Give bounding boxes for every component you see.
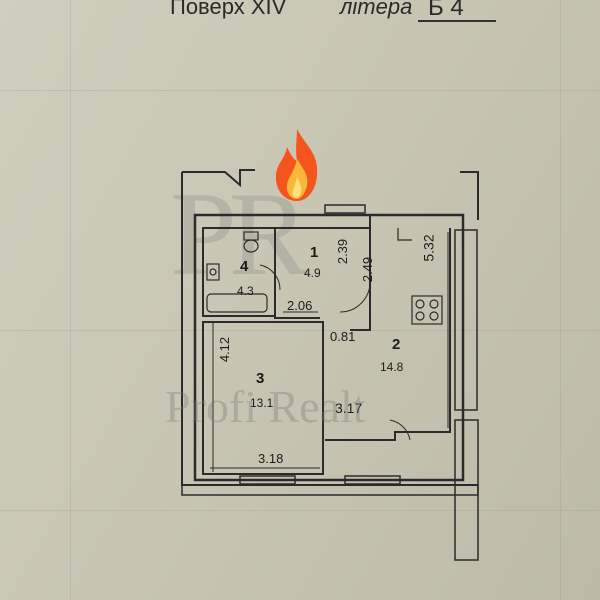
window: [344, 475, 401, 485]
interior-shell: [193, 213, 465, 482]
dimension-2-06: 2.06: [287, 298, 313, 313]
outer-wall-band: [181, 484, 479, 496]
dimension-3-17: 3.17: [335, 400, 363, 416]
grid-line: [560, 0, 561, 600]
grid-line: [0, 510, 600, 511]
litera-value: Б 4: [428, 0, 464, 21]
room-4-number: 4: [240, 258, 249, 275]
right-column: [454, 229, 478, 411]
door-arc: [259, 264, 281, 291]
right-stair: [454, 419, 479, 561]
toilet-icon: [243, 231, 259, 253]
corridor-wall: [274, 228, 320, 319]
outer-wall-top: [182, 169, 255, 188]
dimension-2-49: 2.49: [360, 256, 376, 283]
room-3-area: 13.1: [250, 396, 274, 410]
stove-icon: [411, 295, 443, 325]
room-1-number: 1: [310, 244, 319, 261]
room2-wall: [350, 215, 371, 331]
watermark-text: Profi Realt: [165, 381, 366, 432]
litera-label: літера: [340, 0, 413, 19]
window: [324, 204, 366, 214]
kitchen-sink-icon: [397, 228, 412, 241]
room-1-area: 4.9: [304, 266, 321, 280]
litera-underline: [418, 20, 496, 22]
room-2-area: 14.8: [380, 360, 404, 374]
door-arc: [339, 281, 371, 313]
room2-right: [325, 228, 451, 441]
sink-icon: [206, 263, 220, 281]
grid-line: [70, 0, 71, 600]
room-4-area: 4.3: [237, 284, 254, 298]
dimension-3-18: 3.18: [258, 451, 284, 466]
grid-line: [0, 330, 600, 331]
door-arc: [389, 419, 411, 441]
room-2-number: 2: [392, 336, 401, 353]
dimension-4-12: 4.12: [217, 336, 233, 363]
window: [239, 475, 296, 485]
dimension-5-32: 5.32: [420, 234, 437, 262]
fire-icon: [275, 129, 318, 201]
grid-line: [0, 90, 600, 91]
outer-wall-right: [460, 171, 479, 220]
bathroom-wall: [202, 227, 276, 317]
floor-label: Поверх XIV: [170, 0, 287, 19]
dimension-2-39: 2.39: [335, 238, 351, 265]
bathtub-icon: [206, 293, 268, 313]
dimension-0-81: 0.81: [330, 329, 356, 344]
room-3-number: 3: [256, 370, 265, 387]
